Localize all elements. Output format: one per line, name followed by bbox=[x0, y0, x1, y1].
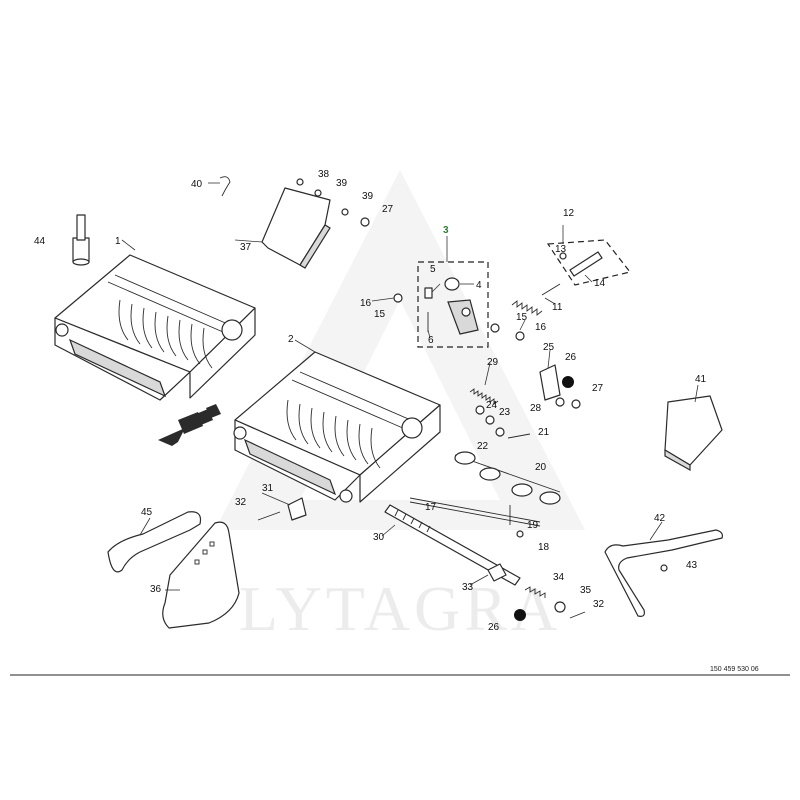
callout-43: 43 bbox=[686, 560, 698, 571]
part-3-assembly bbox=[417, 261, 489, 348]
callout-22: 22 bbox=[477, 441, 489, 452]
callout-30: 30 bbox=[373, 532, 385, 543]
hardware-top bbox=[219, 176, 370, 227]
callout-5: 5 bbox=[430, 264, 436, 275]
callout-33: 33 bbox=[462, 582, 474, 593]
callout-27a: 27 bbox=[382, 204, 394, 215]
part-11-spring bbox=[511, 283, 561, 316]
callout-16a: 16 bbox=[360, 298, 372, 309]
callout-20: 20 bbox=[535, 462, 547, 473]
callout-41: 41 bbox=[695, 374, 707, 385]
callout-24: 24 bbox=[486, 400, 498, 411]
callout-12: 12 bbox=[563, 208, 575, 219]
part-45-bracket bbox=[107, 511, 202, 573]
reference-number: 150 459 530 06 bbox=[710, 666, 759, 673]
callout-15b: 15 bbox=[516, 312, 528, 323]
part-17-rod bbox=[409, 497, 541, 538]
callout-40: 40 bbox=[191, 179, 203, 190]
part-41-bracket bbox=[664, 395, 723, 472]
part-26-ball-lower bbox=[514, 609, 526, 621]
callout-21: 21 bbox=[538, 427, 550, 438]
part-29-spring bbox=[469, 388, 499, 405]
callout-37: 37 bbox=[240, 242, 252, 253]
direction-arrow-icon bbox=[158, 404, 221, 446]
callout-11: 11 bbox=[552, 302, 563, 313]
part-44-pin bbox=[72, 214, 90, 266]
callout-44: 44 bbox=[34, 236, 46, 247]
callout-3: 3 bbox=[443, 225, 449, 236]
part-12-assembly bbox=[546, 239, 632, 286]
callout-31: 31 bbox=[262, 483, 274, 494]
part-20-cam-shaft bbox=[454, 451, 561, 505]
part-26-ball bbox=[562, 376, 574, 388]
part-30-shaft bbox=[384, 504, 586, 621]
callout-39a: 39 bbox=[336, 178, 348, 189]
callout-19: 19 bbox=[527, 520, 539, 531]
callout-23: 23 bbox=[499, 407, 511, 418]
callout-17: 17 bbox=[425, 502, 437, 513]
part-36-plate bbox=[162, 521, 240, 629]
part-31-32 bbox=[257, 497, 307, 521]
watermark-text: LYTAGRA bbox=[239, 573, 561, 644]
callout-26a: 26 bbox=[565, 352, 577, 363]
callout-18: 18 bbox=[538, 542, 550, 553]
callout-38: 38 bbox=[318, 169, 330, 180]
part-25-lever bbox=[539, 364, 574, 401]
callout-45: 45 bbox=[141, 507, 153, 518]
part-2-frame bbox=[233, 351, 441, 503]
callout-1: 1 bbox=[115, 236, 121, 247]
callout-13: 13 bbox=[555, 244, 567, 255]
callout-42: 42 bbox=[654, 513, 666, 524]
hardware-middle bbox=[475, 397, 581, 439]
callout-6: 6 bbox=[428, 335, 434, 346]
callout-26b: 26 bbox=[488, 622, 500, 633]
callout-15a: 15 bbox=[374, 309, 386, 320]
callout-36: 36 bbox=[150, 584, 162, 595]
callout-16b: 16 bbox=[535, 322, 547, 333]
callout-4: 4 bbox=[476, 280, 482, 291]
callout-2: 2 bbox=[288, 334, 294, 345]
callout-34: 34 bbox=[553, 572, 565, 583]
callout-29: 29 bbox=[487, 357, 499, 368]
leader-lines bbox=[121, 182, 699, 591]
callout-25: 25 bbox=[543, 342, 555, 353]
part-1-frame bbox=[54, 254, 256, 401]
callouts: 1 2 3 4 5 6 11 12 13 14 15 15 16 16 17 1… bbox=[34, 169, 707, 633]
callout-14: 14 bbox=[594, 278, 606, 289]
callout-32a: 32 bbox=[235, 497, 247, 508]
callout-32b: 32 bbox=[593, 599, 605, 610]
callout-39b: 39 bbox=[362, 191, 374, 202]
part-42-lever bbox=[604, 529, 723, 617]
callout-35: 35 bbox=[580, 585, 592, 596]
callout-28: 28 bbox=[530, 403, 542, 414]
callout-27b: 27 bbox=[592, 383, 604, 394]
part-37-bracket bbox=[261, 187, 331, 269]
